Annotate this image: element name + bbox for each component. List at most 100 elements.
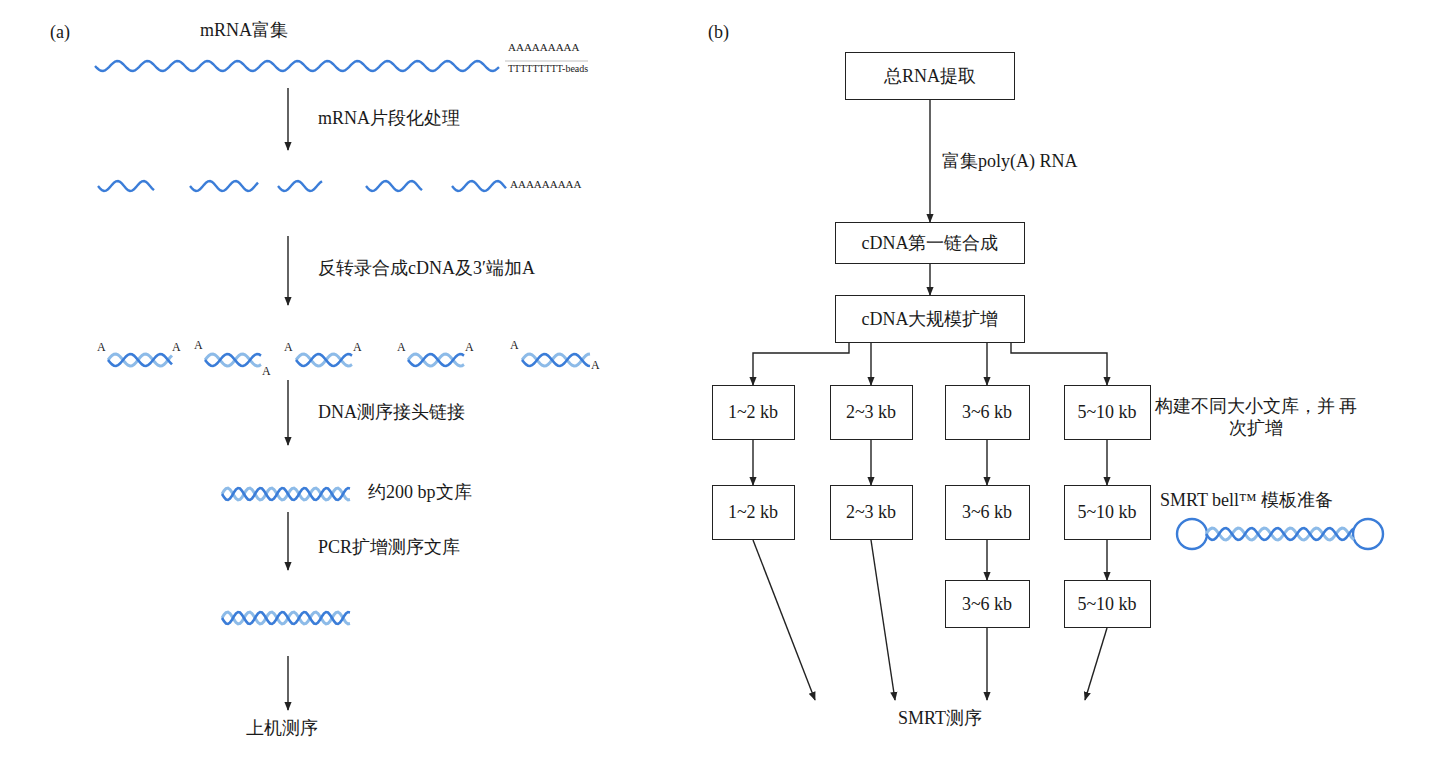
process-box: 总RNA提取 bbox=[845, 52, 1015, 100]
oligo-dt-beads: TTTTTTTTT-beads bbox=[508, 63, 588, 75]
library-size: 约200 bp文库 bbox=[368, 482, 472, 504]
flow-arrow bbox=[929, 100, 930, 222]
dna-strand bbox=[205, 354, 261, 366]
flow-arrow bbox=[986, 343, 987, 385]
base-pairing bbox=[505, 61, 588, 62]
process-box: cDNA第一链合成 bbox=[835, 222, 1025, 264]
step-arrow bbox=[287, 656, 288, 710]
flow-arrow bbox=[1085, 628, 1107, 700]
process-box: 2~3 kb bbox=[830, 485, 913, 540]
a-overhang: A bbox=[262, 364, 271, 378]
node-text: 2~3 kb bbox=[846, 502, 896, 523]
node-text: 1~2 kb bbox=[728, 502, 778, 523]
a-overhang: A bbox=[284, 340, 293, 354]
process-box: 1~2 kb bbox=[712, 485, 795, 540]
dna-strand bbox=[222, 488, 350, 500]
flow-arrow bbox=[870, 343, 871, 385]
dna-strand bbox=[222, 488, 350, 500]
step-label: 反转录合成cDNA及3′端加A bbox=[318, 258, 535, 280]
a-overhang: A bbox=[510, 338, 519, 352]
flow-arrow bbox=[986, 540, 987, 580]
process-box: cDNA大规模扩增 bbox=[835, 295, 1025, 343]
process-box: 3~6 kb bbox=[945, 385, 1030, 440]
rna-strand bbox=[190, 181, 258, 191]
dna-strand bbox=[1206, 528, 1354, 540]
a-overhang: A bbox=[397, 340, 406, 354]
step-label: PCR扩增测序文库 bbox=[318, 537, 460, 559]
step-title: mRNA富集 bbox=[200, 20, 288, 42]
dna-strand bbox=[296, 354, 352, 366]
flow-arrow bbox=[1106, 440, 1107, 485]
node-text: 3~6 kb bbox=[962, 594, 1012, 615]
dna-strand bbox=[522, 354, 590, 366]
flow-arrow bbox=[753, 540, 815, 700]
node-text: 1~2 kb bbox=[728, 402, 778, 423]
a-overhang: A bbox=[591, 358, 600, 372]
a-overhang: A bbox=[353, 340, 362, 354]
rna-strand bbox=[278, 181, 322, 191]
dna-strand bbox=[205, 354, 261, 366]
step-arrow bbox=[287, 88, 288, 150]
rna-strand bbox=[452, 181, 506, 191]
flow-arrow bbox=[870, 440, 871, 485]
dna-strand bbox=[108, 354, 172, 366]
flow-arrow bbox=[986, 440, 987, 485]
process-box: 3~6 kb bbox=[945, 580, 1030, 628]
flow-arrow bbox=[753, 343, 849, 385]
flow-arrow bbox=[752, 440, 753, 485]
polya-tail: AAAAAAAAA bbox=[508, 41, 580, 54]
rna-strand bbox=[98, 181, 154, 191]
hairpin-loop bbox=[1177, 519, 1207, 549]
a-overhang: A bbox=[465, 340, 474, 354]
step-arrow bbox=[287, 236, 288, 305]
step-arrow bbox=[287, 512, 288, 570]
process-box: 1~2 kb bbox=[712, 385, 795, 440]
rna-strand bbox=[95, 61, 499, 71]
node-text: cDNA大规模扩增 bbox=[862, 307, 999, 331]
dna-strand bbox=[222, 612, 350, 624]
side-note: 构建不同大小文库，并 再次扩增 bbox=[1153, 396, 1359, 439]
node-text: 5~10 kb bbox=[1077, 594, 1136, 615]
process-box: 3~6 kb bbox=[945, 485, 1030, 540]
dna-strand bbox=[408, 354, 464, 366]
dna-strand bbox=[222, 612, 350, 624]
dna-strand bbox=[108, 354, 172, 366]
dna-strand bbox=[522, 354, 590, 366]
a-overhang: A bbox=[97, 340, 106, 354]
node-text: 3~6 kb bbox=[962, 402, 1012, 423]
process-box: 5~10 kb bbox=[1064, 580, 1151, 628]
flow-arrow bbox=[1011, 343, 1107, 385]
step-title: 上机测序 bbox=[246, 718, 318, 740]
node-text: cDNA第一链合成 bbox=[862, 231, 999, 255]
dna-strand bbox=[408, 354, 464, 366]
dna-strand bbox=[1206, 528, 1354, 540]
step-label: DNA测序接头链接 bbox=[318, 402, 465, 424]
dna-strand bbox=[296, 354, 352, 366]
node-text: SMRT测序 bbox=[898, 706, 982, 730]
node-text: 2~3 kb bbox=[846, 402, 896, 423]
step-label: mRNA片段化处理 bbox=[318, 108, 460, 130]
panel-letter: (a) bbox=[50, 22, 70, 44]
node-text: 3~6 kb bbox=[962, 502, 1012, 523]
step-arrow bbox=[287, 380, 288, 445]
side-note: SMRT bell™ 模板准备 bbox=[1160, 490, 1333, 512]
a-overhang: A bbox=[172, 340, 181, 354]
panel-letter: (b) bbox=[708, 22, 729, 44]
polya-tail: AAAAAAAAA bbox=[510, 178, 582, 191]
hairpin-loop bbox=[1353, 519, 1383, 549]
flow-arrow bbox=[929, 264, 930, 295]
terminal-step: SMRT测序 bbox=[785, 700, 1095, 736]
process-box: 2~3 kb bbox=[830, 385, 913, 440]
rna-strand bbox=[366, 181, 422, 191]
node-text: 5~10 kb bbox=[1077, 402, 1136, 423]
edge-label: 富集poly(A) RNA bbox=[940, 149, 1080, 173]
node-text: 5~10 kb bbox=[1077, 502, 1136, 523]
a-overhang: A bbox=[194, 338, 203, 352]
process-box: 5~10 kb bbox=[1064, 485, 1151, 540]
flow-arrow bbox=[1106, 540, 1107, 580]
process-box: 5~10 kb bbox=[1064, 385, 1151, 440]
flow-arrow bbox=[986, 628, 987, 700]
